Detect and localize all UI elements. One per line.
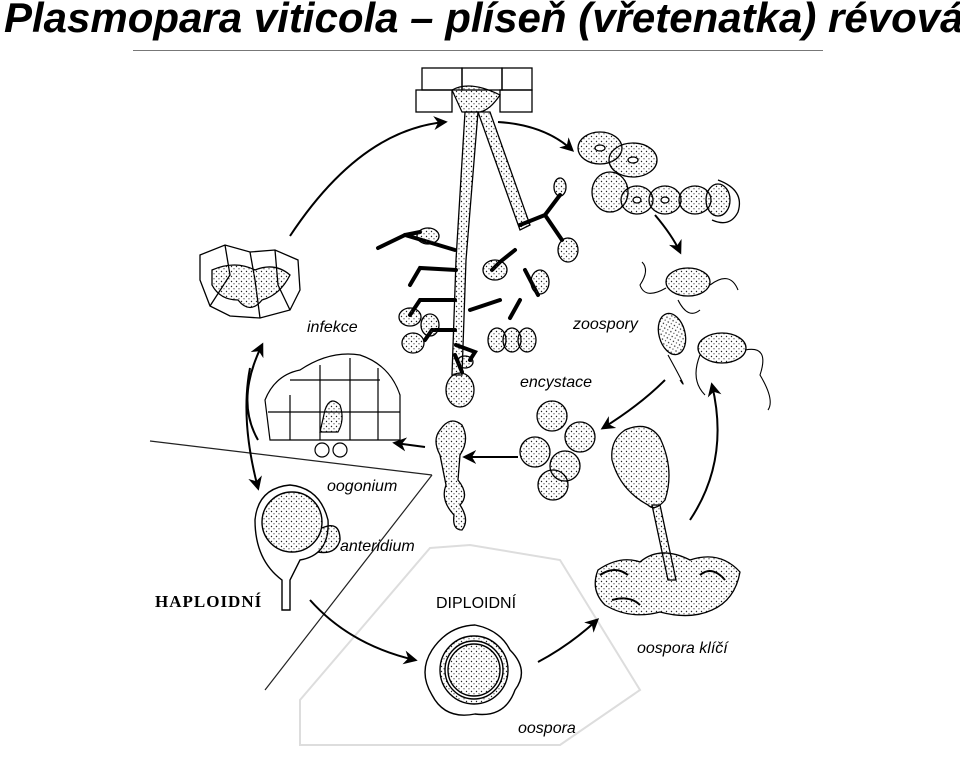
diploid-region-shading: [299, 543, 642, 746]
title-underline: [133, 50, 823, 51]
zoosporangia-illustration: [577, 131, 741, 224]
ploidy-divider-lines: [149, 440, 433, 691]
label-oospora: oospora: [518, 720, 576, 737]
zoospores-illustration: [639, 261, 771, 411]
oospore-germinating-illustration: [594, 425, 741, 617]
oogonium-illustration: [254, 484, 341, 611]
oospore-illustration: [424, 624, 523, 716]
germinating-cyst-illustration: [435, 420, 467, 531]
page-title: Plasmopara viticola – plíseň (vřetenatka…: [4, 0, 960, 41]
label-diploidni: DIPLOIDNÍ: [436, 595, 517, 612]
cycle-arrows: [245, 116, 722, 665]
label-oospora-klici: oospora klíčí: [637, 640, 728, 657]
infection-leaf-section-illustration: [264, 353, 401, 458]
encysted-spores-illustration: [519, 400, 596, 501]
label-oogonium: oogonium: [327, 478, 398, 495]
label-haploidni: HAPLOIDNÍ: [155, 592, 263, 611]
sporangiophore-illustration: [376, 67, 579, 408]
infection-mycelium-illustration: [199, 244, 301, 319]
label-anteridium: anteridium: [340, 538, 415, 555]
label-zoospory: zoospory: [573, 316, 638, 333]
label-infekce: infekce: [307, 319, 358, 336]
label-encystace: encystace: [520, 374, 593, 391]
